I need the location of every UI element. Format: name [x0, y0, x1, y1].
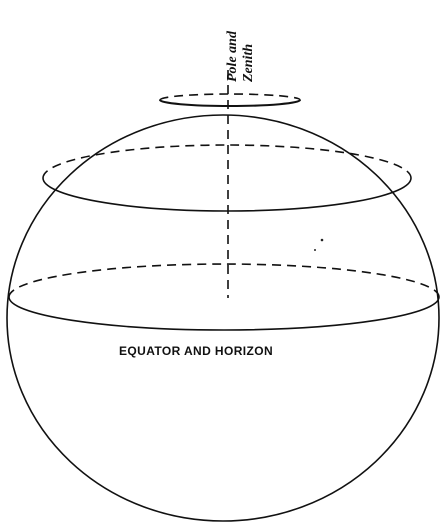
equator-horizon-label: EQUATOR AND HORIZON	[119, 344, 273, 358]
equator-back	[8, 263, 440, 298]
speck	[320, 238, 324, 242]
pole-zenith-label-line1: Pole and	[225, 30, 240, 82]
latitude-circle-front	[42, 177, 412, 212]
sphere-outline	[6, 114, 440, 522]
polar-circle-back	[159, 93, 301, 101]
equator-front	[8, 296, 440, 331]
pole-zenith-label-line2: Zenith	[241, 44, 256, 83]
latitude-circle-back	[42, 144, 412, 179]
speck	[314, 249, 316, 251]
polar-circle-front	[158, 99, 302, 108]
